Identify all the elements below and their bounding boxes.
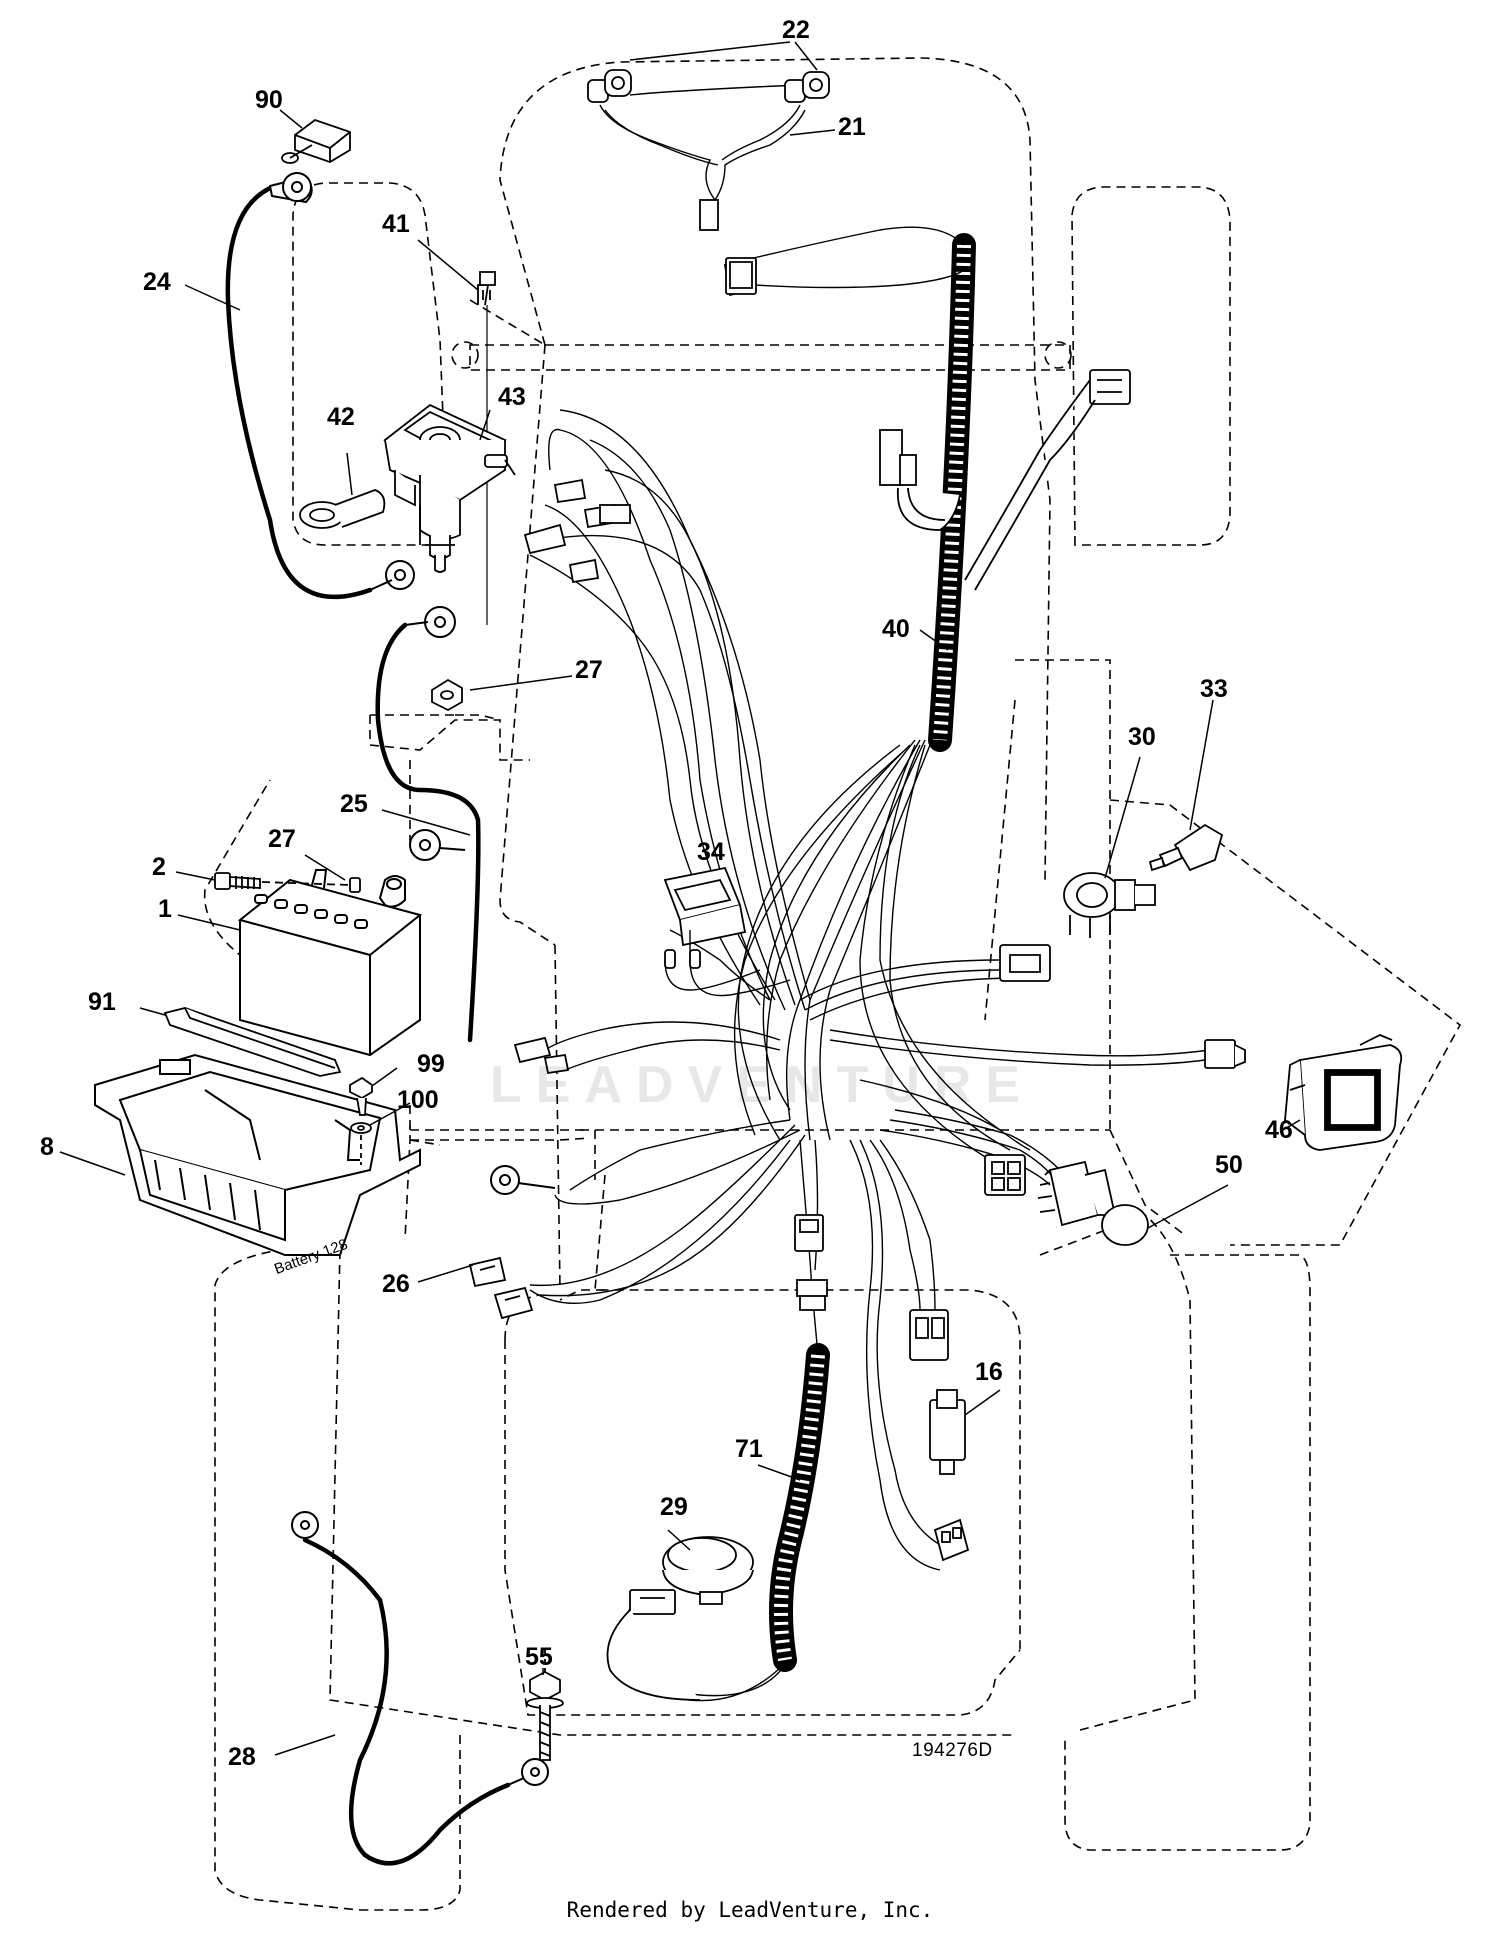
callout-8: 8 (40, 1133, 54, 1161)
callout-50: 50 (1215, 1151, 1243, 1179)
footer-credit: Rendered by LeadVenture, Inc. (566, 1898, 934, 1922)
callout-91: 91 (88, 988, 116, 1016)
pto-switch (1037, 1160, 1149, 1246)
leader-lines (59, 41, 1301, 1756)
headlight-harness (599, 84, 965, 289)
callout-42: 42 (327, 403, 355, 431)
terminal-bolt (214, 872, 361, 893)
callout-30: 30 (1128, 723, 1156, 751)
seat-switch-panel (1284, 1034, 1403, 1151)
callout-71: 71 (735, 1435, 763, 1463)
callout-25: 25 (340, 790, 368, 818)
callout-2: 2 (152, 853, 166, 881)
callout-41: 41 (382, 210, 410, 238)
callout-46: 46 (1265, 1116, 1293, 1144)
terminal-boot (299, 489, 386, 529)
callout-16: 16 (975, 1358, 1003, 1386)
rocker-switch (663, 866, 747, 969)
watermark: LEADVENTURE (490, 1056, 1035, 1114)
ring-terminals (268, 172, 556, 1786)
callout-24: 24 (143, 268, 171, 296)
battery (237, 869, 423, 1057)
terminal-cover (281, 118, 351, 164)
ignition-switch (1063, 872, 1156, 938)
harness-loom-40 (928, 233, 976, 752)
starter-solenoid (383, 271, 516, 625)
hex-nut (431, 678, 463, 712)
callout-21: 21 (838, 113, 866, 141)
tray-screw (349, 1076, 373, 1165)
battery-cables (225, 183, 511, 1866)
callout-34: 34 (697, 838, 725, 866)
callout-27-nut: 27 (575, 656, 603, 684)
callout-100: 100 (397, 1086, 439, 1114)
battery-hold-down (163, 1007, 342, 1077)
callout-28: 28 (228, 1743, 256, 1771)
headlight-bulbs (587, 69, 830, 297)
callout-90: 90 (255, 86, 283, 114)
harness-wires (529, 409, 1211, 1571)
callout-1: 1 (158, 895, 172, 923)
callout-22: 22 (782, 16, 810, 44)
callout-33: 33 (1200, 675, 1228, 703)
callout-27-washer: 27 (268, 825, 296, 853)
drawing-number: 194276D (912, 1740, 993, 1761)
ignition-key (1148, 823, 1224, 872)
callout-55: 55 (525, 1643, 553, 1671)
ground-bolt (526, 1650, 564, 1761)
battery-tray (94, 1053, 421, 1256)
callout-99: 99 (417, 1050, 445, 1078)
callout-29: 29 (660, 1493, 688, 1521)
callout-40: 40 (882, 615, 910, 643)
brake-switch (662, 1536, 754, 1605)
callout-43: 43 (498, 383, 526, 411)
connectors (468, 369, 1246, 1701)
callout-26: 26 (382, 1270, 410, 1298)
